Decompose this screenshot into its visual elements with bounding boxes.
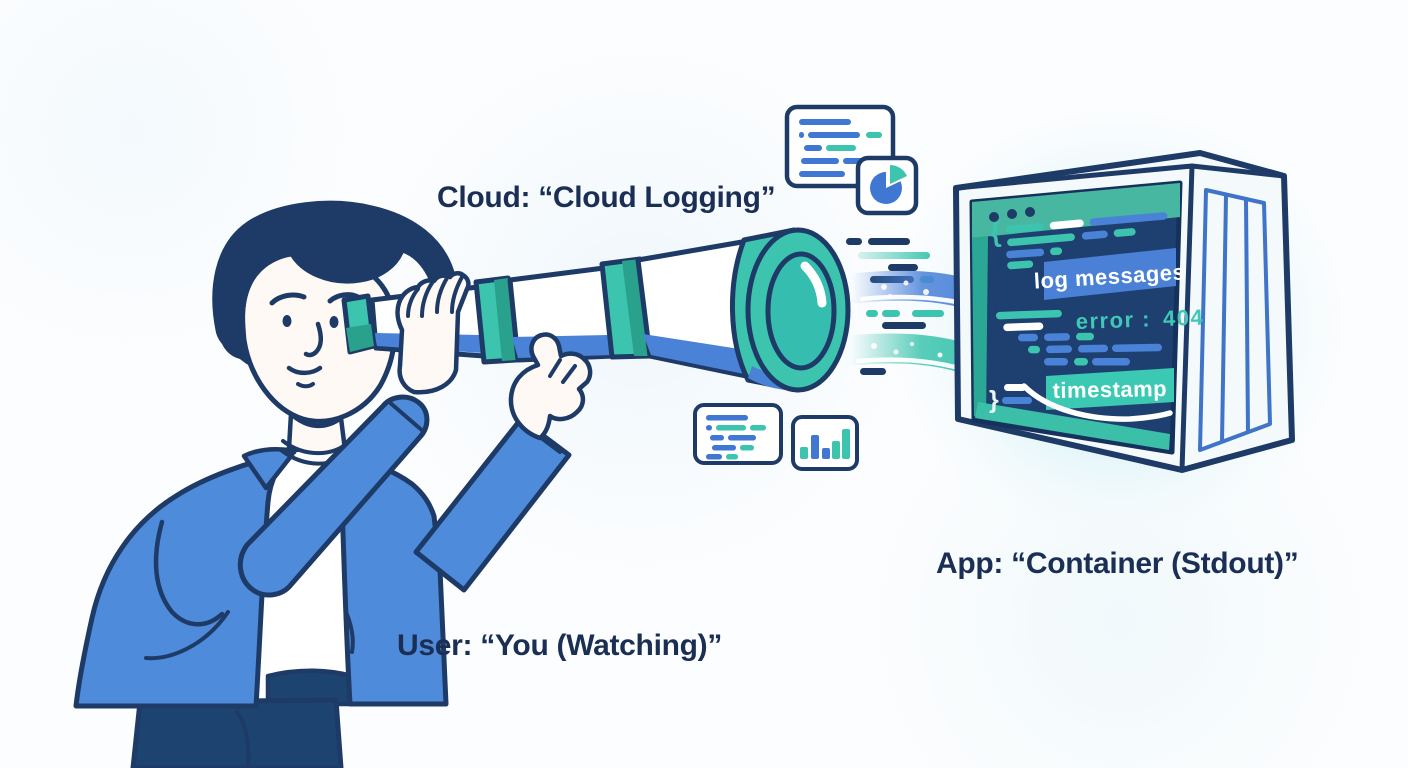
code-card-bottom	[693, 403, 783, 465]
timestamp-banner	[1046, 368, 1174, 410]
stream-teal-sparkles	[871, 342, 943, 358]
code-line	[995, 309, 1062, 332]
code-line	[1005, 212, 1168, 234]
eye-left	[282, 315, 292, 327]
code-line	[1028, 343, 1162, 354]
pie-chart-card	[855, 155, 919, 216]
arm-right-cuff	[386, 399, 426, 434]
window-controls-icon	[989, 207, 1035, 222]
label-user-watching: User: “You (Watching)”	[397, 629, 723, 662]
eyebrow-left	[269, 292, 307, 306]
hand-left-fingers	[548, 358, 577, 384]
pie-chart-icon	[870, 165, 907, 204]
pants-seam	[235, 710, 251, 768]
label-app-container: App: “Container (Stdout)”	[936, 547, 1299, 580]
screen-bottom-bevel	[975, 402, 1170, 450]
error-line-text: error :404	[1075, 305, 1204, 334]
screen-left-bevel	[972, 236, 988, 420]
timestamp-banner-text: timestamp	[1052, 376, 1167, 403]
hand-right	[395, 271, 471, 395]
code-line	[1007, 228, 1136, 247]
open-brace: {	[989, 217, 1002, 248]
server-container-illustration: log messages error :404 timestamp	[953, 150, 1295, 473]
chin-line	[296, 382, 315, 389]
eye-right	[329, 316, 339, 328]
hand-left	[508, 332, 593, 441]
label-cloud-logging: Cloud: “Cloud Logging”	[437, 181, 776, 214]
code-lines-icon	[706, 415, 766, 460]
container-edge-top	[953, 163, 1287, 473]
arm-right-seam	[153, 519, 225, 627]
stream-blue-sparkles	[881, 280, 929, 298]
lens-highlight	[800, 261, 827, 308]
close-brace: }	[989, 386, 999, 414]
person-illustration	[73, 200, 572, 768]
hair	[212, 200, 459, 365]
code-line	[1007, 260, 1034, 270]
log-messages-banner	[1044, 248, 1176, 300]
hand-right-fingers	[406, 275, 464, 318]
code-line	[1006, 247, 1063, 259]
container-side-panel	[1198, 188, 1272, 452]
pants-legs	[130, 697, 344, 768]
bar-chart-card	[791, 415, 859, 471]
code-line	[1002, 384, 1032, 404]
nose	[303, 321, 323, 358]
jacket-pocket-curve-left	[144, 610, 230, 661]
hands	[395, 271, 593, 441]
jacket-pocket-curve-right	[344, 610, 355, 654]
telescope-eyepiece-shade	[346, 324, 374, 352]
bar-chart-icon	[800, 429, 850, 459]
code-line	[1044, 358, 1130, 366]
telescope-tube-3-stripe	[643, 334, 754, 376]
jacket-right-flap	[339, 453, 449, 707]
arm-left-sleeve	[413, 416, 572, 593]
lens	[765, 251, 837, 371]
screen-bottom-sweep	[1021, 383, 1173, 422]
screen-header	[972, 183, 1180, 238]
telescope-ring-1-shade	[494, 278, 516, 361]
code-line	[1018, 332, 1095, 342]
arm-right-forearm	[237, 394, 430, 598]
mouth	[286, 365, 323, 376]
floating-cards	[693, 104, 919, 471]
jacket-left-flap	[73, 449, 297, 709]
